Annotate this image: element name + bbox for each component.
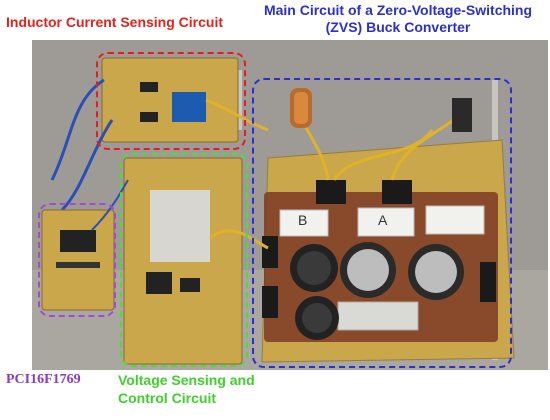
main-circuit-label: Main Circuit of a Zero-Voltage-Switching… [255, 2, 541, 36]
inductor-sensing-board [50, 57, 269, 212]
main-circuit-label-line1: Main Circuit of a Zero-Voltage-Switching [263, 2, 533, 18]
voltage-sensing-board [123, 157, 269, 365]
main-pcb [261, 99, 515, 363]
pic-board-label: PCI16F1769 [6, 372, 81, 387]
terminal-block-left-lower [262, 286, 278, 318]
hardware-photo: B A [32, 40, 548, 370]
voltage-sensing-label: Voltage Sensing and Control Circuit [118, 372, 268, 407]
inductor-sensing-label: Inductor Current Sensing Circuit [6, 14, 224, 30]
pic-board [41, 179, 129, 311]
current-sensor [172, 92, 206, 122]
terminal-block-right [480, 262, 496, 302]
standoff-top [237, 70, 242, 130]
heatsink-a-label: A [378, 212, 388, 228]
hardware-illustration [32, 40, 548, 370]
shielded-module [150, 190, 210, 262]
voltage-sensing-label-line2: Control Circuit [118, 389, 216, 406]
heatsink-b [279, 209, 329, 237]
heatsink-a [357, 207, 415, 237]
capacitor-3 [408, 244, 464, 300]
main-circuit-label-line2: (ZVS) Buck Converter [325, 18, 471, 35]
terminal-block-2 [382, 180, 412, 204]
inductor-coil [290, 88, 312, 128]
capacitor-1 [290, 244, 338, 292]
inductor-sensing-region [96, 52, 246, 150]
main-circuit-region [252, 78, 512, 368]
voltage-sensing-label-line1: Voltage Sensing and [118, 372, 255, 388]
heatsink-b-label: B [298, 212, 308, 228]
pic-board-region [38, 203, 116, 317]
capacitor-4 [295, 296, 339, 340]
terminal-block-1 [316, 180, 346, 204]
relay [452, 98, 472, 132]
voltage-sensing-region [120, 153, 248, 367]
capacitor-2 [340, 242, 396, 298]
heatsink-right [425, 205, 485, 235]
terminal-block-left [262, 236, 278, 268]
